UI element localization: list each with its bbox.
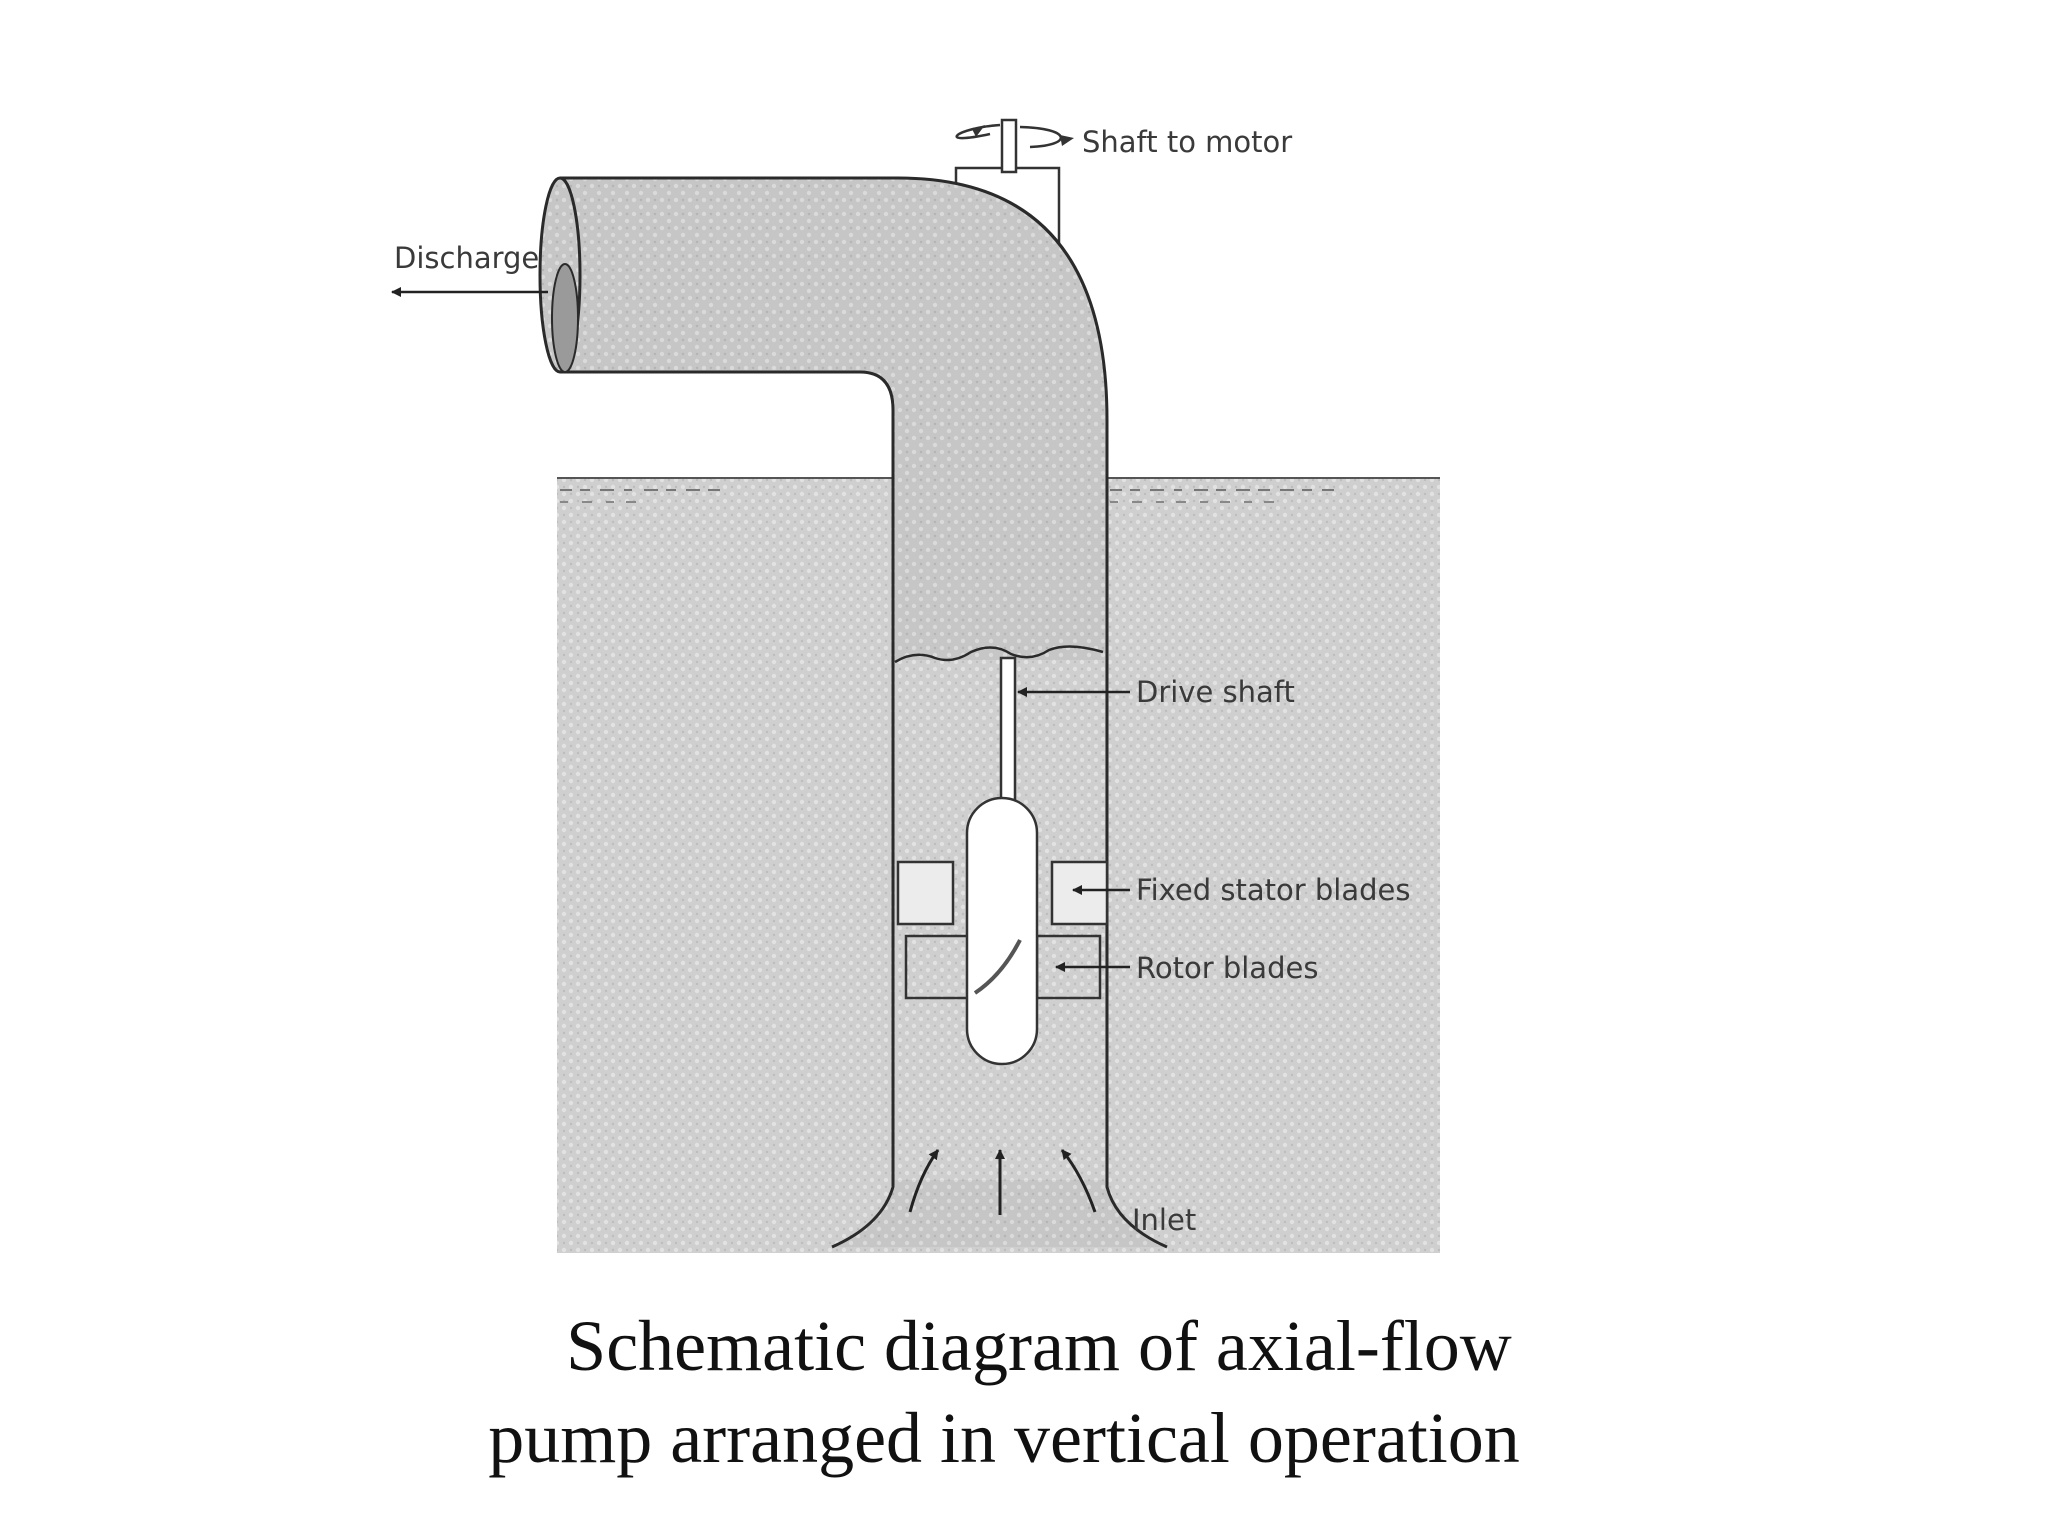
fixed-stator-blades-label: Fixed stator blades: [1136, 873, 1410, 907]
stator-blade-left: [896, 860, 955, 926]
inlet-flow-arrows: [908, 1149, 1097, 1215]
caption-line-2: pump arranged in vertical operation: [488, 1398, 1520, 1478]
axial-flow-pump-diagram: Shaft to motor Discharge Drive shaft Fix…: [391, 118, 1440, 1253]
rotor-blade-curve: [973, 939, 1022, 995]
pump-hub: [965, 796, 1039, 1066]
drive-shaft: [999, 656, 1017, 808]
discharge-label: Discharge: [394, 241, 539, 275]
rotor-blade-left: [904, 934, 971, 1000]
drive-shaft-label: Drive shaft: [1136, 675, 1295, 709]
caption-line-1: Schematic diagram of axial-flow: [566, 1306, 1512, 1386]
stator-blade-right: [1050, 860, 1109, 926]
inlet-label: Inlet: [1132, 1203, 1196, 1237]
figure-caption: Schematic diagram of axial-flow pump arr…: [0, 1300, 2048, 1484]
leader-lines: [391, 287, 1130, 972]
shaft-to-motor-label: Shaft to motor: [1082, 125, 1292, 159]
rotor-blades-label: Rotor blades: [1136, 951, 1318, 985]
